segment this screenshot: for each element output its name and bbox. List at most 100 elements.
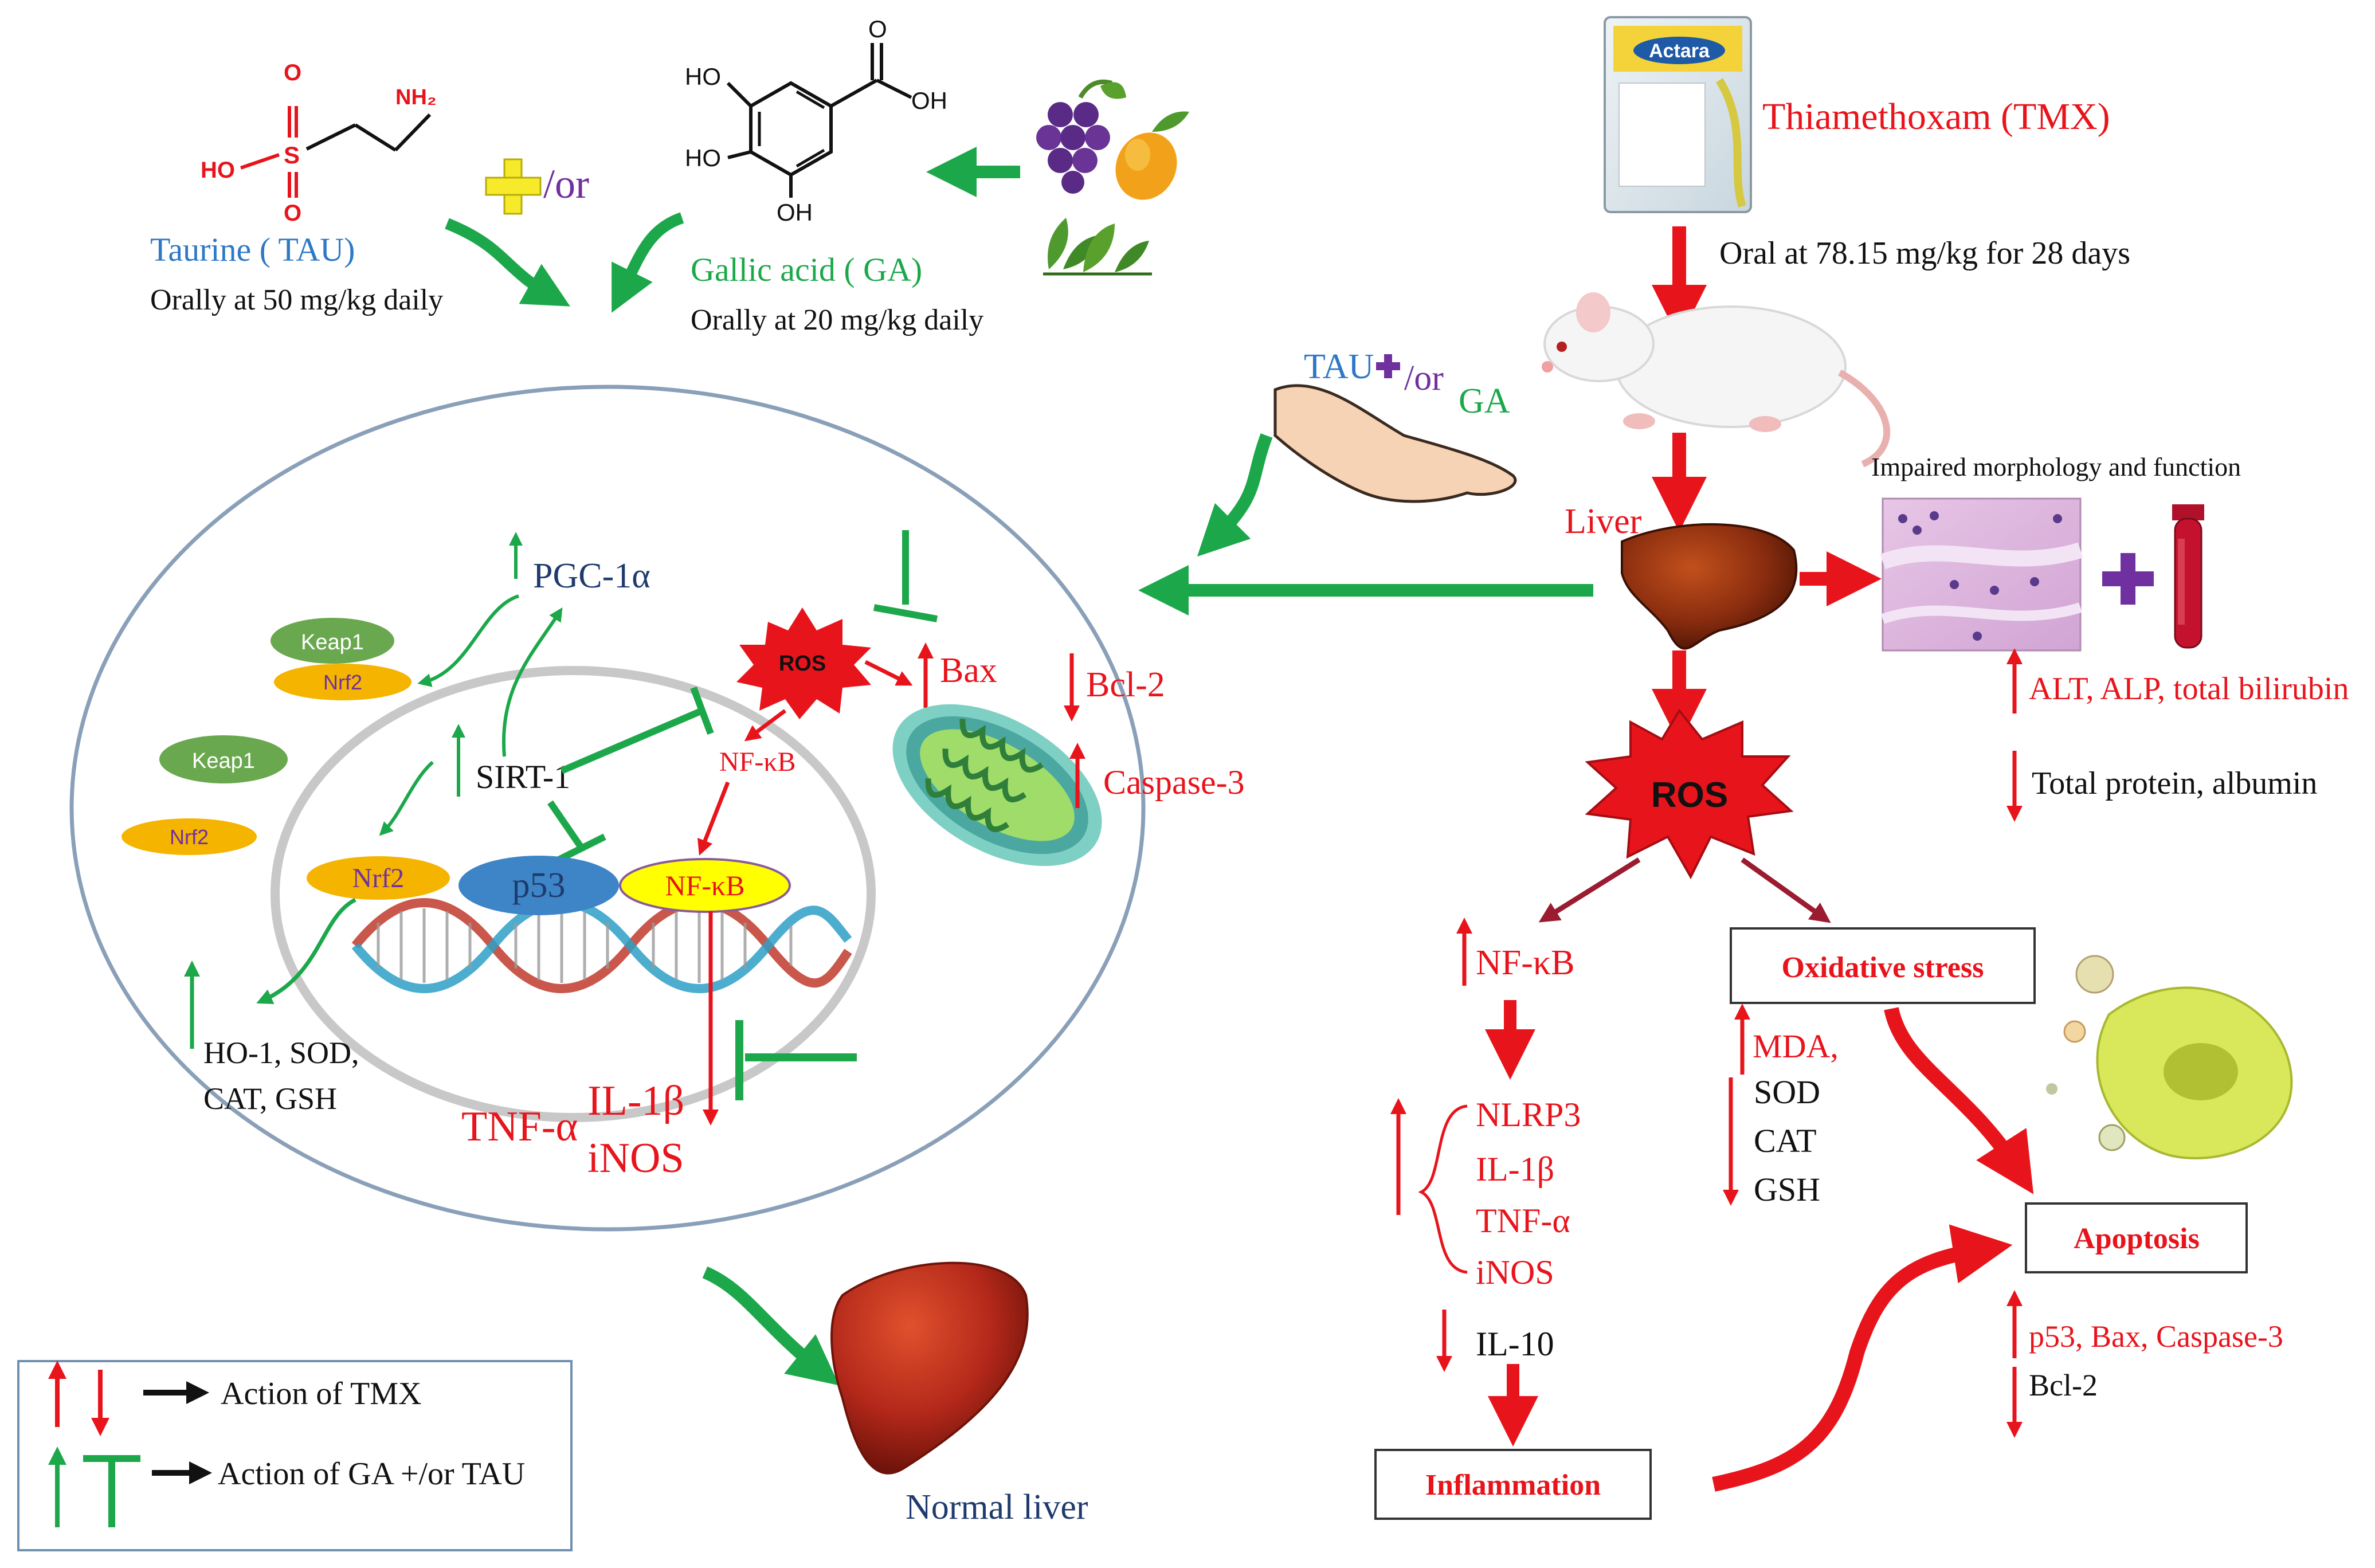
cell-to-normal-liver-arrow bbox=[702, 1266, 840, 1386]
plus-small-icon bbox=[1376, 354, 1400, 378]
il1b-cell-label: IL-1β bbox=[587, 1077, 684, 1124]
ros-to-ox-dark-arrow bbox=[1741, 857, 1831, 923]
nfkb-cyto-label: NF-κB bbox=[719, 747, 796, 777]
gallic-acid-structure: HO HO OH O OH bbox=[685, 15, 947, 226]
pgc-label: PGC-1α bbox=[533, 556, 650, 595]
plus-purple-icon bbox=[2102, 553, 2154, 605]
taurine-structure: O S O HO NH₂ bbox=[201, 60, 437, 226]
hand-icon bbox=[1273, 384, 1517, 503]
ros-star-big bbox=[1585, 708, 1794, 880]
gallic-oh-acid: OH bbox=[911, 87, 947, 114]
nfkb-to-nucleus-arrow bbox=[697, 781, 730, 856]
p53-label: p53 bbox=[512, 866, 566, 905]
bcl2-right-label: Bcl-2 bbox=[2029, 1368, 2098, 1402]
bcl2-cell-label: Bcl-2 bbox=[1086, 665, 1165, 704]
cytokine-bracket bbox=[1418, 1104, 1468, 1274]
tau-ga-or-label: /or bbox=[1404, 359, 1444, 398]
cell-membrane bbox=[69, 385, 1146, 1232]
ros-star-cell bbox=[736, 607, 871, 719]
taurine-ho: HO bbox=[201, 158, 235, 183]
gallic-to-cell-arrow bbox=[612, 212, 684, 313]
dna-helix-icon bbox=[351, 898, 852, 993]
grapes-icon bbox=[1036, 79, 1126, 194]
apoptotic-cell-icon bbox=[2046, 955, 2293, 1159]
gallic-o-acid: O bbox=[868, 15, 887, 42]
normal-liver-icon bbox=[830, 1261, 1029, 1475]
nrf2-b-pill bbox=[122, 818, 257, 855]
mango-icon bbox=[1115, 111, 1189, 200]
gallic-ho-2: HO bbox=[685, 144, 721, 171]
svg-text:Actara: Actara bbox=[1649, 40, 1710, 62]
liver-label: Liver bbox=[1565, 502, 1642, 541]
pgc-to-nrf2-arrow bbox=[417, 594, 519, 687]
ros-cell-label: ROS bbox=[779, 652, 826, 676]
ros-to-nfkb-arrow bbox=[744, 709, 787, 742]
tau-ga-ga-label: GA bbox=[1459, 382, 1510, 421]
taurine-dose: Orally at 50 mg/kg daily bbox=[150, 284, 443, 316]
tau-ga-tau-label: TAU bbox=[1304, 347, 1374, 386]
tea-leaves-icon bbox=[1043, 218, 1152, 276]
sod-label: SOD bbox=[1754, 1073, 1820, 1111]
keap1-a-pill bbox=[271, 618, 394, 664]
tnfa-right-label: TNF-α bbox=[1476, 1202, 1570, 1240]
il10-label: IL-10 bbox=[1476, 1325, 1554, 1363]
gallic-dose: Orally at 20 mg/kg daily bbox=[691, 304, 983, 336]
gsh-label: GSH bbox=[1754, 1171, 1820, 1208]
p53-pill bbox=[458, 856, 619, 915]
histology-image bbox=[1880, 497, 2083, 652]
nrf2-a-label: Nrf2 bbox=[323, 671, 362, 694]
inflammation-box bbox=[1374, 1449, 1652, 1520]
nfkb-right-label: NF-κB bbox=[1476, 943, 1575, 982]
ho1-label: HO-1, SOD, bbox=[203, 1036, 359, 1070]
and-or-text: /or bbox=[543, 161, 589, 207]
hand-to-cell-arrow bbox=[1197, 433, 1273, 557]
sirt-inhibit-p53 bbox=[547, 800, 585, 850]
gallic-ho-1: HO bbox=[685, 63, 721, 90]
nfkb-nucleus-label: NF-κB bbox=[665, 869, 744, 901]
keap1-a-label: Keap1 bbox=[301, 630, 364, 654]
ox-stress-box bbox=[1730, 927, 2036, 1004]
taurine-nh2: NH₂ bbox=[395, 85, 437, 109]
nrf2-to-ho1-arrow bbox=[256, 897, 356, 1005]
tmx-title: Thiamethoxam (TMX) bbox=[1762, 96, 2110, 138]
nucleus bbox=[271, 666, 876, 1122]
alt-label: ALT, ALP, total bilirubin bbox=[2029, 671, 2349, 707]
inos-right-label: iNOS bbox=[1476, 1253, 1554, 1291]
taurine-name: Taurine ( TAU) bbox=[150, 231, 355, 268]
apoptosis-box bbox=[2025, 1202, 2248, 1273]
actara-pack-icon: Actara bbox=[1604, 16, 1752, 213]
taurine-o-bottom: O bbox=[284, 201, 301, 226]
protein-label: Total protein, albumin bbox=[2032, 766, 2317, 801]
bax-label: Bax bbox=[940, 651, 997, 690]
sirt-to-pgc-arrow bbox=[501, 607, 563, 757]
gallic-name: Gallic acid ( GA) bbox=[691, 251, 922, 288]
tmx-dose: Oral at 78.15 mg/kg for 28 days bbox=[1719, 236, 2130, 271]
sirt-to-nrf2-arrow bbox=[379, 761, 434, 836]
cat-label: CAT bbox=[1754, 1122, 1817, 1159]
keap1-b-pill bbox=[159, 735, 288, 783]
blood-tube-icon bbox=[2172, 504, 2204, 649]
apoptosis-label: Apoptosis bbox=[2074, 1222, 2200, 1255]
il1b-right-label: IL-1β bbox=[1476, 1150, 1554, 1188]
nrf2-a-pill bbox=[274, 664, 411, 700]
ros-to-nfkb-dark-arrow bbox=[1538, 857, 1641, 923]
nfkb-nucleus-pill bbox=[619, 858, 791, 913]
inos-cell-label: iNOS bbox=[587, 1135, 684, 1182]
impaired-label: Impaired morphology and function bbox=[1871, 452, 2241, 481]
rat-icon bbox=[1542, 292, 1891, 468]
casp3-cell-label: Caspase-3 bbox=[1103, 763, 1245, 801]
taurine-o-top: O bbox=[284, 60, 301, 85]
nrf2-nucleus-label: Nrf2 bbox=[352, 863, 405, 893]
plus-icon bbox=[485, 158, 542, 215]
cat-gsh-label: CAT, GSH bbox=[203, 1081, 337, 1116]
inflammation-label: Inflammation bbox=[1425, 1469, 1601, 1502]
sirt-inhibit-nfkb bbox=[560, 707, 704, 774]
ox-to-apoptosis-arrow bbox=[1884, 1007, 2034, 1194]
nlrp3-label: NLRP3 bbox=[1476, 1096, 1581, 1134]
sirt-label: SIRT-1 bbox=[476, 758, 570, 795]
gallic-oh-ring: OH bbox=[777, 199, 813, 226]
inflammation-to-apoptosis-arrow bbox=[1712, 1224, 2013, 1492]
taurine-to-cell-arrow bbox=[445, 218, 570, 307]
